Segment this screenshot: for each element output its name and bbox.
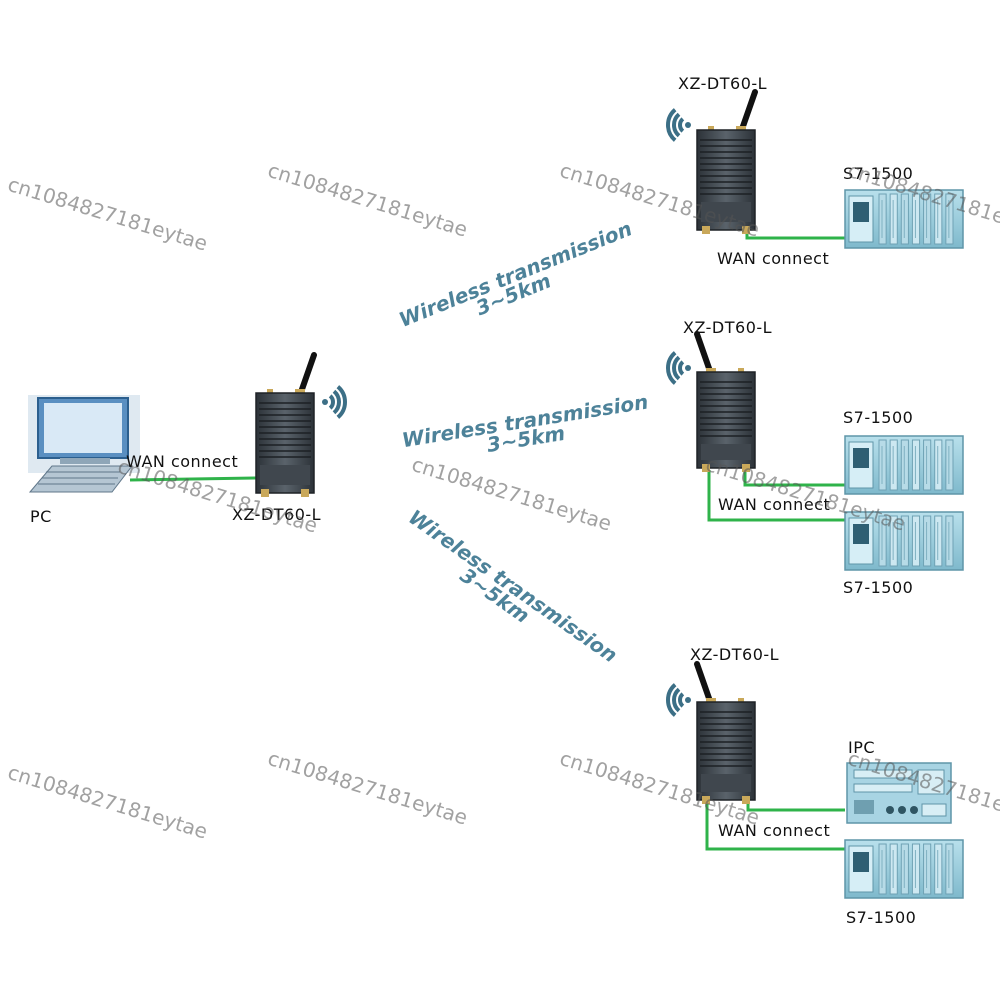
signal-icon	[666, 683, 691, 717]
site-1-wan-label: WAN connect	[717, 249, 830, 268]
site-1-radio-label: XZ-DT60-L	[678, 74, 768, 93]
plc-rack	[844, 839, 964, 899]
pc-wan-label: WAN connect	[126, 452, 239, 471]
plc-rack	[844, 189, 964, 249]
site-3-radio-label: XZ-DT60-L	[690, 645, 780, 664]
site-1-device-label: S7-1500	[843, 164, 914, 183]
pc-icon	[28, 395, 140, 493]
signal-icon	[666, 351, 691, 385]
plc-rack	[844, 511, 964, 571]
ipc-icon	[846, 762, 952, 824]
pc-label: PC	[30, 507, 52, 526]
antenna	[694, 331, 714, 377]
site-3-device-1-label: IPC	[848, 738, 876, 757]
site-2-device-1-label: S7-1500	[843, 408, 914, 427]
antenna	[694, 661, 714, 707]
radio-central	[255, 352, 317, 497]
antenna	[738, 89, 758, 135]
plc-rack	[844, 435, 964, 495]
radio-site-1	[696, 89, 758, 234]
antenna	[297, 352, 317, 398]
site-2-radio-label: XZ-DT60-L	[683, 318, 773, 337]
cable-site-1	[745, 228, 845, 240]
cable-pc	[129, 476, 257, 482]
site-3-wan-label: WAN connect	[718, 821, 831, 840]
signal-icon	[666, 108, 691, 142]
signal-icon	[322, 385, 347, 419]
cable-site-2	[707, 468, 845, 522]
site-3-device-2-label: S7-1500	[846, 908, 917, 927]
site-2-wan-label: WAN connect	[718, 495, 831, 514]
central-radio-label: XZ-DT60-L	[232, 505, 322, 524]
radio-site-3	[694, 661, 756, 804]
radio-site-2	[694, 331, 756, 472]
site-2-device-2-label: S7-1500	[843, 578, 914, 597]
